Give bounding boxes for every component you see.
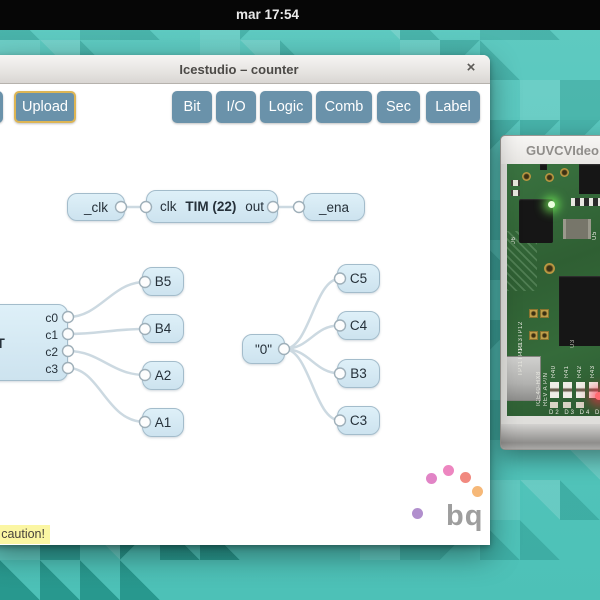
smd-resistor (511, 180, 520, 186)
window-title: Icestudio – counter (179, 61, 299, 77)
tim-in-port-label: clk (160, 199, 177, 214)
silk-label-board-rev: REV A P/N (543, 372, 549, 406)
cnt-port-c3: c3 (45, 362, 58, 376)
smd-resistor (511, 190, 520, 196)
resistor-r42 (576, 382, 585, 398)
wallpaper-tile (520, 80, 560, 120)
cnt-port-c2: c2 (45, 345, 58, 359)
comb-button[interactable]: Comb (316, 91, 372, 123)
gold-pad (544, 263, 555, 274)
sec-button[interactable]: Sec (377, 91, 420, 123)
output-block-b4[interactable]: B4 (142, 314, 184, 343)
wire-paths (66, 205, 342, 424)
bq-logo-text: bq (446, 500, 484, 532)
ena-output-block[interactable]: _ena (303, 193, 365, 221)
jumper-j6 (519, 199, 553, 243)
silk-label-j6: J6 (511, 236, 517, 244)
wallpaper-tile (40, 560, 80, 600)
clock[interactable]: mar 17:54 (236, 7, 300, 22)
fpga-board-photo: J6 U5 U3 TP13TP12 TP11TP10 ICE40-HX8 REV… (507, 164, 600, 416)
output-block-c4[interactable]: C4 (337, 311, 380, 340)
guvcview-titlebar[interactable]: GUVCVIdeo (501, 136, 600, 165)
output-block-c3[interactable]: C3 (337, 406, 380, 435)
output-block-b3[interactable]: B3 (337, 359, 380, 388)
test-pad (529, 331, 538, 340)
output-block-b5[interactable]: B5 (142, 267, 184, 296)
ic-chip-top (579, 164, 600, 194)
clk-input-block[interactable]: _clk (67, 193, 125, 221)
tim-block-inner: clk TIM (22) out (147, 199, 277, 214)
led-d3 (563, 402, 571, 408)
wallpaper-tile (0, 560, 40, 600)
logo-dot-orange (472, 486, 483, 497)
green-led (548, 201, 555, 208)
icestudio-content: Upload Bit I/O Logic Comb Sec Label _clk… (0, 84, 490, 545)
led-d2 (550, 402, 558, 408)
red-led-d5 (595, 392, 600, 400)
test-point (522, 172, 531, 181)
silk-label-leds: D2 D3 D4 D5 (549, 410, 600, 416)
wallpaper-tile (560, 480, 600, 520)
wallpaper-tile (520, 520, 560, 560)
fpga-chip (559, 276, 600, 346)
silk-label-u3: U3 (570, 339, 576, 348)
silk-label-r43: R43 (590, 365, 596, 378)
test-pad (540, 331, 549, 340)
icestudio-titlebar[interactable]: Icestudio – counter × (0, 55, 490, 84)
resistor-r40 (550, 382, 559, 398)
resistor-row (571, 198, 600, 206)
wires-layer (61, 200, 347, 429)
guvcview-window: GUVCVIdeo (500, 135, 600, 450)
zero-constant-block[interactable]: "0" (242, 334, 285, 364)
soic-chip-u5 (563, 219, 591, 239)
label-button[interactable]: Label (426, 91, 480, 123)
silk-label-r40: R40 (551, 365, 557, 378)
logo-dot-pink2 (443, 465, 454, 476)
bit-button[interactable]: Bit (172, 91, 212, 123)
tim-out-port-label: out (245, 199, 264, 214)
guvcview-title: GUVCVIdeo (526, 142, 599, 158)
wallpaper-tile (520, 480, 560, 520)
cnt-block-name: CNT (0, 334, 5, 351)
test-point (545, 173, 554, 182)
silk-label-r41: R41 (564, 365, 570, 378)
silk-label-board-name: ICE40-HX8 (536, 371, 542, 406)
partial-button[interactable] (0, 91, 3, 123)
silk-label-r42: R42 (577, 365, 583, 378)
cnt-block[interactable]: CNT c0 c1 c2 c3 (0, 304, 68, 381)
cnt-port-c1: c1 (45, 328, 58, 342)
cnt-port-c0: c0 (45, 311, 58, 325)
output-block-a1[interactable]: A1 (142, 408, 184, 437)
resistor-r43 (589, 382, 598, 398)
gnome-top-bar: mar 17:54 (0, 0, 600, 30)
resistor-r41 (563, 382, 572, 398)
logo-dot-pink1 (426, 473, 437, 484)
port-circles[interactable] (61, 200, 347, 429)
wallpaper-tile (120, 560, 160, 600)
logic-button[interactable]: Logic (260, 91, 312, 123)
edge-connector (507, 356, 541, 401)
guvcview-bottom-edge (501, 424, 600, 449)
wallpaper-tile (560, 80, 600, 120)
smd-component (540, 164, 547, 170)
logo-dot-salmon (460, 472, 471, 483)
silk-label-u5: U5 (592, 231, 598, 240)
output-block-a2[interactable]: A2 (142, 361, 184, 390)
led-d4 (576, 402, 584, 408)
output-block-c5[interactable]: C5 (337, 264, 380, 293)
test-pad (540, 309, 549, 318)
icestudio-window: Icestudio – counter × Upload Bit I/O Log… (0, 55, 490, 545)
wallpaper-tile (80, 560, 120, 600)
test-pad (529, 309, 538, 318)
io-button[interactable]: I/O (216, 91, 256, 123)
test-point (560, 168, 569, 177)
tim-block-name: TIM (22) (185, 199, 237, 214)
close-icon[interactable]: × (466, 59, 476, 76)
logo-dot-purple (412, 508, 423, 519)
silk-label-tp-bottom: TP11TP10 (518, 343, 524, 376)
camera-feed: J6 U5 U3 TP13TP12 TP11TP10 ICE40-HX8 REV… (501, 164, 600, 424)
caution-tooltip: n caution! (0, 525, 50, 544)
tim-block[interactable]: clk TIM (22) out (146, 190, 278, 223)
upload-button[interactable]: Upload (14, 91, 76, 123)
